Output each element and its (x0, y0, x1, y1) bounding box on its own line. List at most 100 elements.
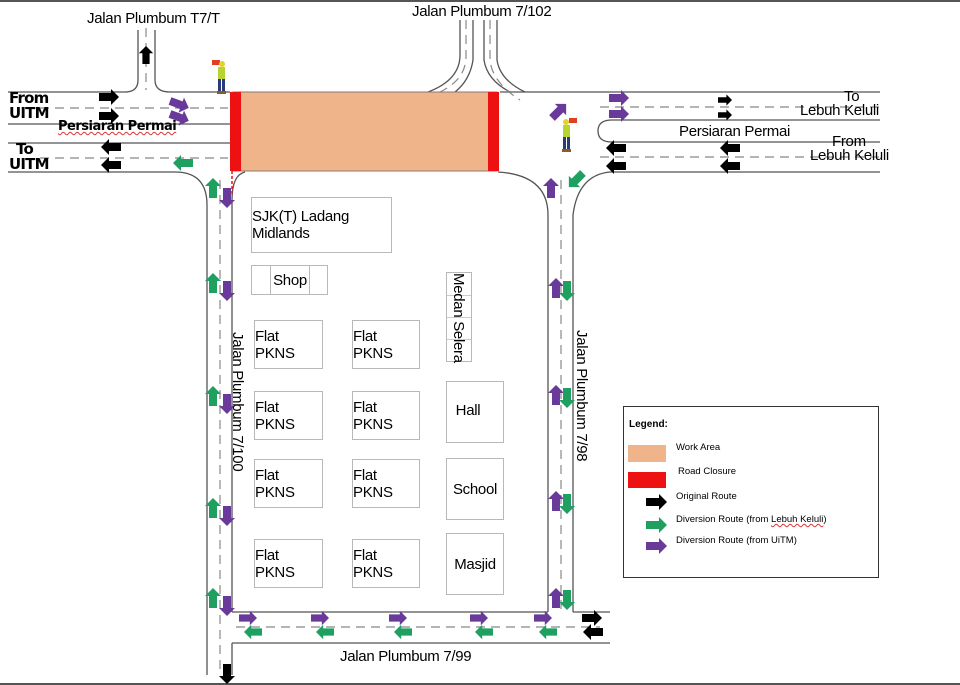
original-route-arrow-icon (606, 140, 626, 156)
uitm-diversion-arrow-icon (219, 281, 235, 301)
uitm-diversion-arrow-icon (311, 610, 329, 626)
legend-item-original-route: Original Route (624, 489, 874, 510)
road-edge (454, 20, 474, 93)
uitm-diversion-arrow-icon (239, 610, 257, 626)
direction-to-uitm-line1: To (16, 140, 34, 158)
arrow-right-icon (646, 494, 667, 510)
uitm-diversion-arrow-icon (168, 97, 189, 113)
lebuh-diversion-arrow-icon (205, 498, 221, 518)
lebuh-diversion-arrow-icon (394, 624, 412, 640)
lebuh-diversion-arrow-icon (568, 170, 586, 188)
uitm-diversion-arrow-icon (168, 110, 189, 126)
legend-item-diversion-uitm: Diversion Route (from UiTM) (624, 533, 874, 554)
original-route-arrow-icon (101, 157, 121, 173)
lebuh-diversion-arrow-icon (559, 281, 575, 301)
original-route-arrow-icon (99, 108, 119, 124)
road-closure-west (230, 92, 241, 171)
uitm-diversion-arrow-icon (609, 90, 629, 106)
legend-item-road-closure: Road Closure (624, 464, 874, 488)
road-edge (154, 30, 230, 93)
legend-item-diversion-lebuh-keluli: Diversion Route (from Lebuh Keluli) (624, 512, 874, 533)
road-edge (597, 119, 880, 143)
work-area (232, 91, 498, 172)
direction-from-lebuh-line1: From (832, 133, 866, 150)
medan-selera-label: Medan Selera (450, 273, 467, 363)
building-flat-pkns: Flat PKNS (254, 459, 323, 508)
uitm-diversion-arrow-icon (609, 106, 629, 122)
arrow-right-icon (646, 538, 667, 554)
lane-markings (40, 20, 880, 672)
legend-label: Diversion Route (from UiTM) (676, 535, 797, 546)
original-route-arrow-icon (99, 89, 119, 105)
legend-label: Road Closure (678, 466, 737, 477)
legend: Legend: Work Area Road Closure Original … (623, 406, 879, 578)
legend-label: Diversion Route (from Lebuh Keluli) (676, 514, 827, 525)
flagman-icon-west (212, 60, 226, 94)
original-route-arrow-icon (720, 140, 740, 156)
building-flat-pkns: Flat PKNS (352, 320, 420, 369)
road-edge (497, 171, 549, 612)
uitm-diversion-arrow-icon (549, 103, 567, 121)
road-label-west-vertical: Jalan Plumbum 7/100 (229, 332, 246, 472)
lebuh-diversion-arrow-icon (205, 386, 221, 406)
shop-unit (309, 265, 328, 295)
work-area-swatch (628, 445, 666, 462)
original-route-arrow-icon (718, 94, 732, 106)
lebuh-diversion-arrow-icon (205, 178, 221, 198)
road-label-east-vertical: Jalan Plumbum 7/98 (573, 330, 590, 462)
building-medan-selera: Medan Selera (446, 272, 472, 363)
building-flat-pkns: Flat PKNS (254, 539, 323, 588)
direction-from-lebuh-line2: Lebuh Keluli (810, 147, 889, 164)
lebuh-diversion-arrow-icon (539, 624, 557, 640)
lebuh-diversion-arrow-icon (559, 494, 575, 514)
building-sjkt-ladang-midlands: SJK(T) Ladang Midlands (251, 197, 392, 253)
road-label-south: Jalan Plumbum 7/99 (340, 648, 472, 665)
road-edges (8, 20, 880, 675)
road-label-main-left-text: Persiaran Permai (58, 119, 177, 134)
uitm-diversion-arrow-icon (219, 506, 235, 526)
uitm-diversion-arrow-icon (543, 178, 559, 198)
lebuh-diversion-arrow-icon (205, 273, 221, 293)
original-route-arrow-icon (582, 610, 602, 626)
lebuh-diversion-arrow-icon (244, 624, 262, 640)
road-label-main-left: Persiaran Permai (58, 119, 177, 134)
road-label-north-center: Jalan Plumbum 7/102 (412, 3, 552, 20)
original-route-arrow-icon (583, 624, 603, 640)
building-flat-pkns: Flat PKNS (352, 391, 420, 440)
road-edge (8, 30, 139, 93)
direction-from-uitm-line1: From (9, 89, 49, 107)
legend-label: Original Route (676, 491, 737, 502)
building-school: School (446, 458, 504, 520)
direction-to-lebuh-keluli: To Lebuh Keluli (800, 88, 879, 118)
building-flat-pkns: Flat PKNS (352, 539, 420, 588)
uitm-diversion-arrow-icon (219, 596, 235, 616)
building-shop: Shop (251, 265, 328, 295)
original-route-arrow-icon (720, 158, 740, 174)
building-flat-pkns: Flat PKNS (352, 459, 420, 508)
lebuh-diversion-arrow-icon (205, 588, 221, 608)
shop-unit (251, 265, 271, 295)
building-flat-pkns: Flat PKNS (254, 391, 323, 440)
road-edge (483, 20, 511, 93)
flagman-icon-east (562, 118, 577, 152)
legend-item-work-area: Work Area (624, 440, 874, 462)
uitm-diversion-arrow-icon (470, 610, 488, 626)
legend-label-lebuh-keluli: Lebuh Keluli (771, 514, 824, 525)
uitm-diversion-arrow-icon (219, 394, 235, 414)
direction-from-uitm-line2: UITM (9, 104, 50, 122)
direction-to-lebuh-line1: To (844, 88, 860, 105)
original-route-arrow-icon (219, 664, 235, 684)
lebuh-diversion-arrow-icon (316, 624, 334, 640)
shop-unit-label: Shop (270, 265, 310, 295)
original-route-arrow-icon (101, 139, 121, 155)
legend-title: Legend: (629, 419, 668, 430)
legend-label-prefix: Diversion Route (from (676, 514, 772, 525)
route-arrows (99, 45, 740, 684)
original-route-arrow-icon (138, 45, 154, 64)
road-label-main-right: Persiaran Permai (679, 123, 791, 140)
lebuh-diversion-arrow-icon (173, 155, 193, 171)
lebuh-diversion-arrow-icon (475, 624, 493, 640)
building-flat-pkns: Flat PKNS (254, 320, 323, 369)
